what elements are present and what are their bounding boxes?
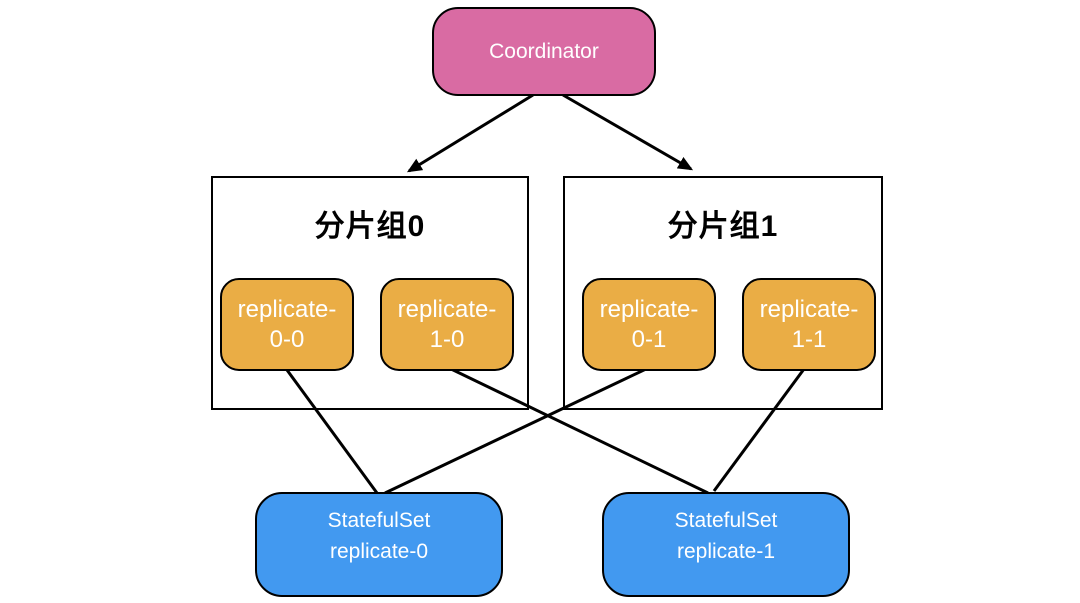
replica-0-0-node: replicate- 0-0 xyxy=(220,278,354,371)
replica-1-0-label-line1: replicate- xyxy=(397,295,497,323)
statefulset-0-label-line2: replicate-0 xyxy=(329,540,429,563)
replica-0-0-label-line1: replicate- xyxy=(237,295,337,323)
statefulset-1-label-line2: replicate-1 xyxy=(676,540,776,563)
statefulset-1-label-line1: StatefulSet xyxy=(674,509,778,532)
shard-group-0-title: 分片组0 xyxy=(314,210,426,243)
statefulset-0-label-line1: StatefulSet xyxy=(327,509,431,532)
replica-0-1-label-line1: replicate- xyxy=(599,295,699,323)
edge-coordinator-to-group0 xyxy=(406,93,534,173)
coordinator-label: Coordinator xyxy=(489,39,599,63)
replica-1-1-node: replicate- 1-1 xyxy=(742,278,876,371)
replica-1-0-node: replicate- 1-0 xyxy=(380,278,514,371)
coordinator-node: Coordinator xyxy=(432,7,656,96)
edge-coordinator-to-group1 xyxy=(562,93,694,171)
shard-group-1-title: 分片组1 xyxy=(667,210,779,243)
replica-0-1-node: replicate- 0-1 xyxy=(582,278,716,371)
replica-0-0-label-line2: 0-0 xyxy=(269,325,305,353)
statefulset-1-node: StatefulSet replicate-1 xyxy=(602,492,850,597)
replica-1-0-label-line2: 1-0 xyxy=(429,325,465,353)
replica-0-1-label-line2: 0-1 xyxy=(631,325,667,353)
statefulset-0-node: StatefulSet replicate-0 xyxy=(255,492,503,597)
replica-1-1-label-line1: replicate- xyxy=(759,295,859,323)
replica-1-1-label-line2: 1-1 xyxy=(791,325,827,353)
